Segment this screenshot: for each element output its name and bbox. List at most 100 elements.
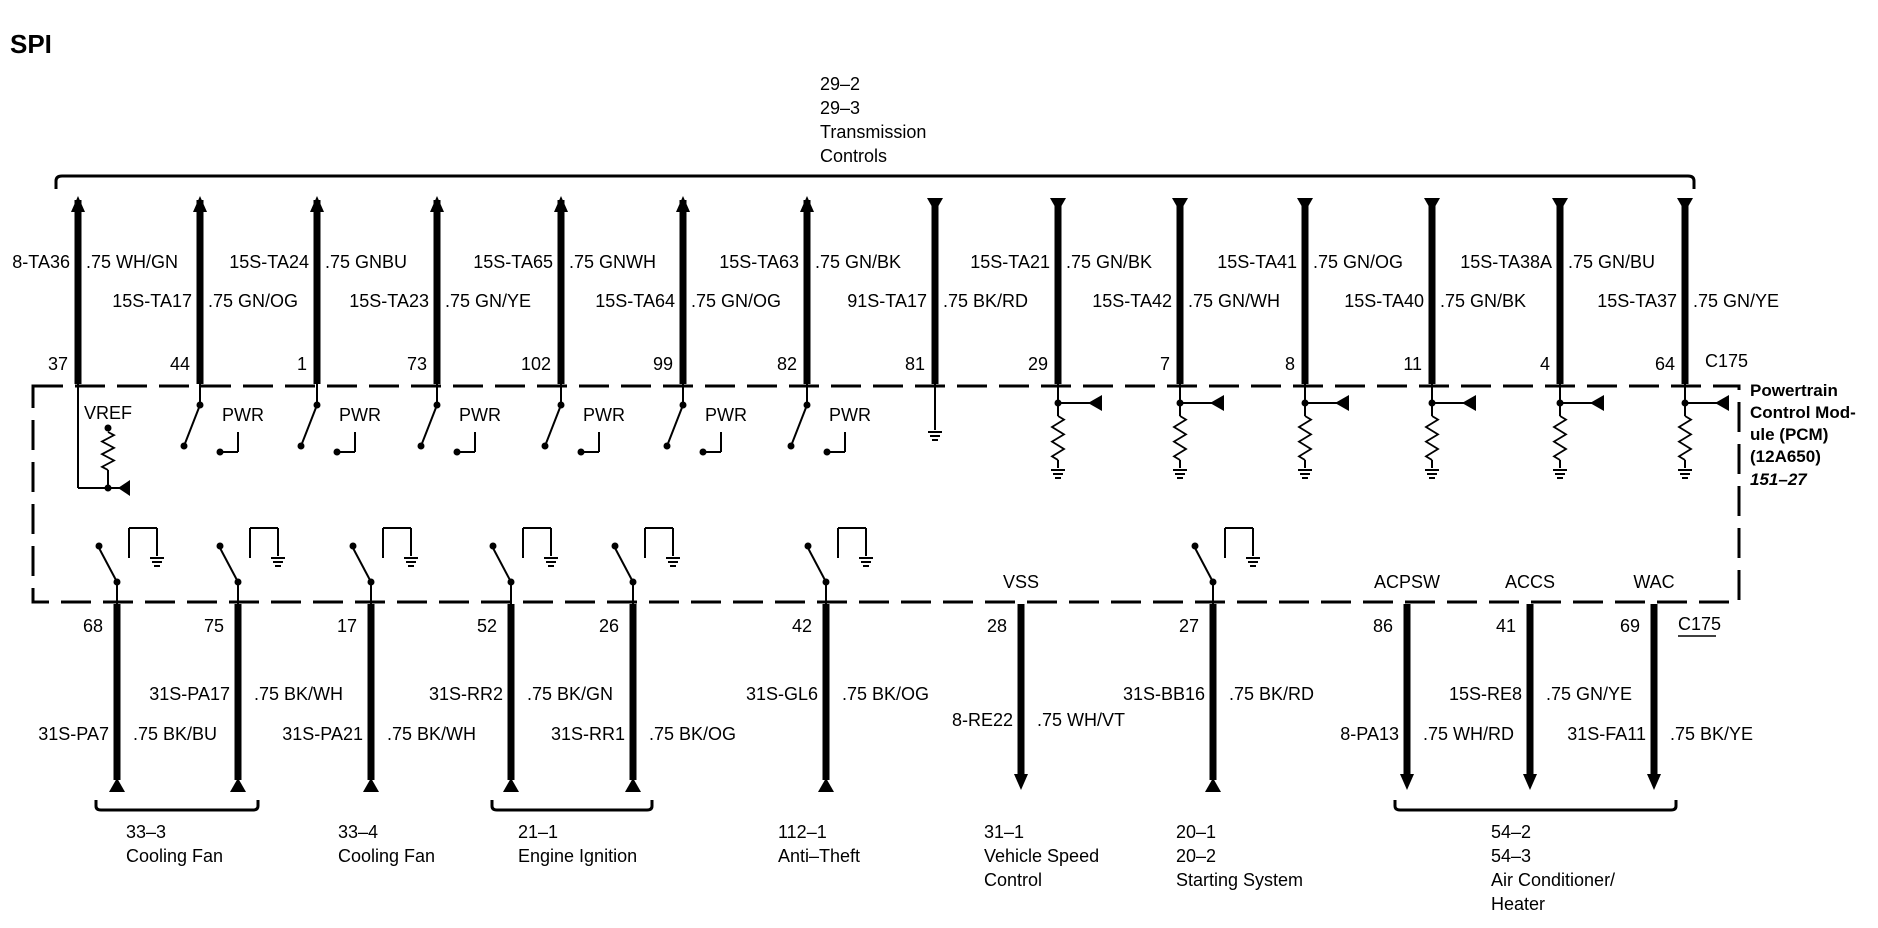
group-label-line: 31–1: [984, 822, 1024, 842]
wire-circuit-label: 31S-BB16: [1123, 684, 1205, 704]
pin-number: 69: [1620, 616, 1640, 636]
wire-color-label: .75 BK/GN: [527, 684, 613, 704]
receptacle-icon: [1205, 778, 1221, 792]
vref-label: VREF: [84, 403, 132, 423]
wire-color-label: .75 GN/BU: [1568, 252, 1655, 272]
wire-line: [183, 404, 201, 447]
wire-circuit-label: 15S-TA41: [1217, 252, 1297, 272]
wire-line: [219, 547, 239, 583]
pin-number: 11: [1403, 354, 1422, 374]
arrow-out-icon: [800, 196, 814, 212]
pin-number: 64: [1655, 354, 1675, 374]
junction-dot: [95, 542, 103, 550]
page-title: SPI: [10, 29, 52, 59]
group-label-line: Heater: [1491, 894, 1545, 914]
pwr-label: PWR: [583, 405, 625, 425]
ground-icon: [404, 557, 418, 567]
group-bracket: [490, 800, 654, 812]
pin-number: 4: [1540, 354, 1550, 374]
pin-number: 75: [204, 616, 224, 636]
receptacle-icon: [1462, 395, 1476, 411]
wire-line: [790, 404, 808, 447]
wire-color-label: .75 GNWH: [569, 252, 656, 272]
wire-circuit-label: 31S-PA17: [149, 684, 230, 704]
resistor-icon: [100, 431, 116, 471]
pin-number: 86: [1373, 616, 1393, 636]
pwr-label: PWR: [459, 405, 501, 425]
pin-number: 68: [83, 616, 103, 636]
arrow-out-icon: [1400, 774, 1414, 790]
signal-label: WAC: [1633, 572, 1674, 592]
ground-icon: [928, 431, 942, 441]
junction-dot: [787, 442, 795, 450]
pin-number: 27: [1179, 616, 1199, 636]
group-label-line: 54–2: [1491, 822, 1531, 842]
group-label-line: 54–3: [1491, 846, 1531, 866]
wire-line: [544, 404, 562, 447]
pin-number: 102: [521, 354, 551, 374]
wire-circuit-label: 31S-FA11: [1567, 724, 1646, 744]
wire-color-label: .75 BK/OG: [842, 684, 929, 704]
ground-icon: [1678, 469, 1692, 479]
module-line: (12A650): [1750, 447, 1821, 466]
resistor-icon: [1172, 415, 1188, 461]
wire-color-label: .75 GN/WH: [1188, 291, 1280, 311]
wire-circuit-label: 8-PA13: [1340, 724, 1399, 744]
receptacle-icon: [927, 198, 943, 212]
wire-circuit-label: 15S-TA17: [112, 291, 192, 311]
connector-label-top: C175: [1705, 351, 1748, 371]
ground-icon: [271, 557, 285, 567]
wire-circuit-label: 31S-RR2: [429, 684, 503, 704]
group-label-line: Vehicle Speed: [984, 846, 1099, 866]
pin-number: 73: [407, 354, 427, 374]
pin-number: 7: [1160, 354, 1170, 374]
junction-dot: [1191, 542, 1199, 550]
group-label-line: Anti–Theft: [778, 846, 860, 866]
wire-color-label: .75 GN/BK: [815, 252, 901, 272]
ground-icon: [1425, 469, 1439, 479]
receptacle-icon: [109, 778, 125, 792]
wire-color-label: .75 WH/RD: [1423, 724, 1514, 744]
top-group-line: Controls: [820, 146, 887, 166]
pin-number: 8: [1285, 354, 1295, 374]
ground-icon: [150, 557, 164, 567]
wire-color-label: .75 GN/YE: [445, 291, 531, 311]
group-label-line: 20–1: [1176, 822, 1216, 842]
wire-circuit-label: 31S-RR1: [551, 724, 625, 744]
wire-circuit-label: 15S-TA40: [1344, 291, 1424, 311]
wire-line: [420, 404, 438, 447]
group-label-line: Cooling Fan: [338, 846, 435, 866]
resistor-icon: [1297, 415, 1313, 461]
group-label-line: Engine Ignition: [518, 846, 637, 866]
pwr-label: PWR: [705, 405, 747, 425]
wire-circuit-label: 15S-TA42: [1092, 291, 1172, 311]
ground-icon: [1246, 557, 1260, 567]
receptacle-icon: [1050, 198, 1066, 212]
junction-dot: [180, 442, 188, 450]
wire-line: [614, 547, 634, 583]
module-line: Control Mod-: [1750, 403, 1856, 422]
wire-circuit-label: 31S-GL6: [746, 684, 818, 704]
pin-number: 1: [297, 354, 307, 374]
junction-dot: [297, 442, 305, 450]
group-label-line: 20–2: [1176, 846, 1216, 866]
wire-color-label: .75 GN/YE: [1693, 291, 1779, 311]
pcm-module-outline: [31, 384, 1741, 604]
group-label-line: Control: [984, 870, 1042, 890]
junction-dot: [489, 542, 497, 550]
